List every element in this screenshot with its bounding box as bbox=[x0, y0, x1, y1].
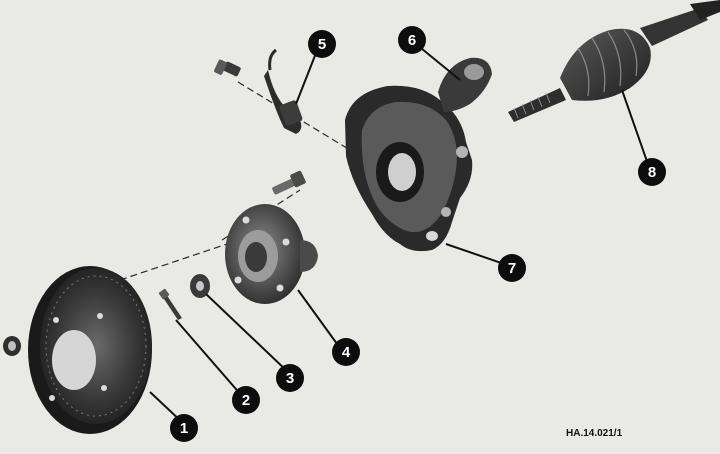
brake-disc bbox=[28, 266, 152, 434]
figure-reference-code: HA.14.021/1 bbox=[566, 428, 623, 439]
shield-cutout bbox=[426, 231, 438, 241]
hub-bolt bbox=[272, 170, 306, 195]
shaft-splines bbox=[513, 92, 551, 119]
hub-stud-hole bbox=[242, 216, 250, 224]
callout-circle bbox=[498, 254, 526, 282]
drive-shaft bbox=[508, 0, 720, 122]
callout-7: 7 bbox=[498, 254, 526, 282]
cv-boot bbox=[560, 28, 651, 101]
abs-sensor-lead bbox=[268, 48, 277, 71]
callout-circle bbox=[276, 364, 304, 392]
callout-3: 3 bbox=[276, 364, 304, 392]
disc-bolt-hole bbox=[101, 385, 107, 391]
knuckle-upper-eye bbox=[464, 64, 484, 80]
steering-knuckle bbox=[345, 57, 492, 252]
callout-circle bbox=[232, 386, 260, 414]
hub-spigot bbox=[300, 240, 318, 272]
locating-pin bbox=[158, 288, 182, 320]
callout-circle bbox=[332, 338, 360, 366]
callout-label: 7 bbox=[508, 260, 516, 277]
shaft-tube-end bbox=[690, 0, 720, 20]
callout-8: 8 bbox=[638, 158, 666, 186]
abs-sensor-head bbox=[279, 100, 303, 126]
callout-circle bbox=[308, 30, 336, 58]
callout-label: 1 bbox=[180, 420, 188, 437]
callout-6: 6 bbox=[398, 26, 426, 54]
hub-splined-bore bbox=[245, 242, 267, 272]
hub-stud-hole bbox=[276, 284, 284, 292]
callout-circle bbox=[170, 414, 198, 442]
callout-5: 5 bbox=[308, 30, 336, 58]
hub-nut bbox=[190, 274, 210, 298]
wheel-hub bbox=[225, 204, 318, 304]
callout-label: 6 bbox=[408, 32, 416, 49]
callout-circle bbox=[398, 26, 426, 54]
boot-ribs bbox=[577, 29, 638, 97]
callout-label: 5 bbox=[318, 36, 326, 53]
leader-lines bbox=[149, 43, 651, 425]
sensor-screw bbox=[214, 59, 241, 77]
disc-vent-pattern bbox=[45, 275, 147, 417]
knuckle-bolt-hole bbox=[456, 146, 468, 158]
shaft-splined-end bbox=[508, 88, 566, 122]
abs-sensor bbox=[264, 48, 303, 134]
callout-4: 4 bbox=[332, 338, 360, 366]
callout-circle bbox=[638, 158, 666, 186]
disc-bolt-hole bbox=[49, 395, 55, 401]
shaft-tube bbox=[640, 8, 708, 46]
hub-stud-hole bbox=[234, 276, 242, 284]
callout-label: 4 bbox=[342, 344, 351, 361]
callout-1: 1 bbox=[170, 414, 198, 442]
knuckle-lower-hole bbox=[441, 207, 451, 217]
callout-label: 3 bbox=[286, 370, 294, 387]
disc-bolt-hole bbox=[97, 313, 103, 319]
callout-label: 8 bbox=[648, 164, 656, 181]
bearing-bore-highlight bbox=[388, 153, 416, 191]
hub-stud-hole bbox=[282, 238, 290, 246]
disc-center-bore bbox=[52, 330, 96, 390]
disc-bolt-hole bbox=[53, 317, 59, 323]
disc-screw bbox=[3, 336, 21, 356]
callout-label: 2 bbox=[242, 392, 250, 409]
callout-2: 2 bbox=[232, 386, 260, 414]
